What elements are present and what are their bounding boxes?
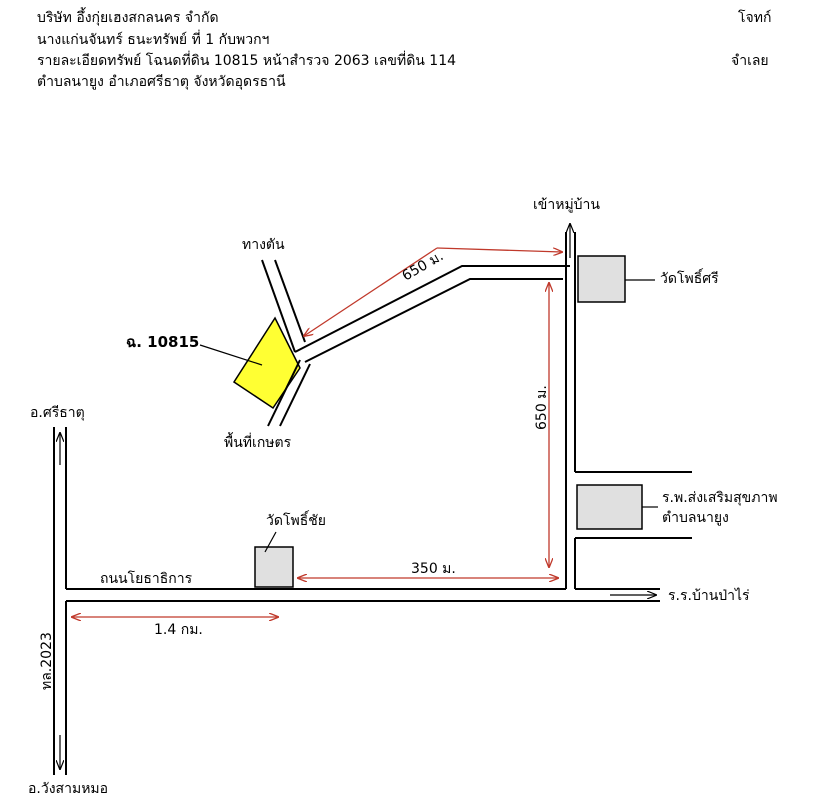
label-hospital-line2: ตำบลนายูง [662, 510, 729, 526]
label-parcel: ฉ. 10815 [126, 333, 200, 351]
highway-2023 [53, 427, 67, 775]
hospital-building[interactable] [576, 484, 643, 530]
farmland-road [267, 359, 311, 427]
dim-diagonal [304, 247, 438, 336]
dim-top [436, 247, 562, 252]
header-location: ตำบลนายูง อำเภอศรีธาตุ จังหวัดอุดรธานี [37, 74, 286, 90]
label-hospital-line1: ร.พ.ส่งเสริมสุขภาพ [662, 490, 778, 506]
leader-lines [199, 279, 658, 553]
header-owner: นางแก่นจันทร์ ธนะทรัพย์ ที่ 1 กับพวกฯ [37, 32, 270, 48]
label-road-name: ถนนโยธาธิการ [100, 571, 193, 587]
label-to-village: เข้าหมู่บ้าน [533, 197, 600, 213]
deadend-road [261, 259, 306, 353]
diagonal-road [294, 265, 570, 363]
label-to-wangsammo: อ.วังสามหมอ [28, 781, 109, 797]
header-plaintiff: โจทก์ [738, 10, 772, 26]
distance-highway-segment: 1.4 กม. [154, 622, 203, 638]
dimension-lines [72, 247, 562, 617]
distance-vertical: 650 ม. [534, 385, 550, 430]
label-deadend: ทางตัน [242, 237, 285, 253]
yotha-road [66, 588, 660, 602]
header-company: บริษัท อึ้งกุ่ยเฮงสกลนคร จำกัด [37, 10, 219, 26]
header-defendant: จำเลย [731, 53, 769, 69]
label-highway: ทล.2023 [39, 632, 55, 690]
label-wat-phosri: วัดโพธิ์ศรี [660, 271, 719, 287]
label-to-school: ร.ร.บ้านป่าไร่ [668, 588, 750, 604]
header-property: รายละเอียดทรัพย์ โฉนดที่ดิน 10815 หน้าสำ… [37, 53, 457, 69]
wat-phosri-building[interactable] [577, 255, 626, 303]
wat-phochai-building[interactable] [254, 546, 294, 588]
label-wat-phochai: วัดโพธิ์ชัย [266, 513, 326, 529]
village-road [565, 224, 576, 589]
parcel-10815[interactable] [232, 316, 301, 410]
label-to-srithat: อ.ศรีธาตุ [30, 405, 85, 421]
hospital-branch-road [575, 471, 692, 539]
label-farmland: พื้นที่เกษตร [224, 435, 292, 451]
distance-horizontal: 350 ม. [411, 561, 456, 577]
